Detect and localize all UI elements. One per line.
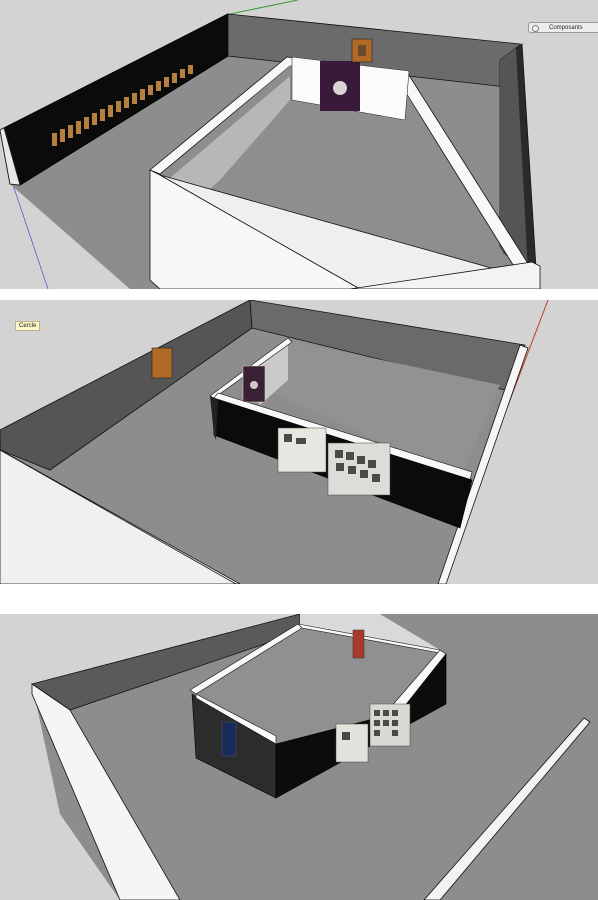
- wall-left: [31, 683, 181, 900]
- viewport-panel-bottom[interactable]: [0, 614, 598, 900]
- green-axis: [229, 0, 299, 15]
- painting-red: [352, 629, 365, 659]
- components-panel[interactable]: Composants: [528, 22, 598, 33]
- board-thumbnails: [284, 434, 380, 482]
- inner-wall-left-dark: [210, 396, 218, 440]
- painting-blue: [221, 721, 237, 757]
- wall-left-end: [0, 127, 21, 186]
- scene-middle[interactable]: [0, 300, 598, 584]
- wall-front-face: [0, 449, 237, 584]
- wall-left: [0, 300, 253, 471]
- scene-top[interactable]: [0, 0, 598, 289]
- wall-right: [423, 717, 591, 900]
- tooltip-circle: Cercle: [15, 321, 41, 331]
- blue-axis: [11, 181, 49, 289]
- components-panel-title: Composants: [549, 25, 583, 31]
- painting-row: [52, 65, 193, 146]
- wall-right-face: [500, 48, 528, 272]
- scene-bottom[interactable]: [0, 614, 598, 900]
- inner-wall-interior: [170, 76, 290, 198]
- skull: [250, 381, 258, 389]
- viewport-panel-middle[interactable]: Cercle: [0, 300, 598, 584]
- inner-floor: [200, 626, 440, 754]
- board-left: [335, 723, 369, 763]
- skull: [333, 81, 347, 95]
- viewport-panel-top[interactable]: Composants: [0, 0, 598, 289]
- close-circle-icon[interactable]: [532, 25, 539, 32]
- painting-orange: [151, 347, 173, 379]
- inner-floor: [245, 340, 500, 478]
- wall-front-right: [349, 261, 541, 289]
- board-thumbnails: [342, 710, 398, 740]
- painting-orange-inner: [358, 45, 366, 56]
